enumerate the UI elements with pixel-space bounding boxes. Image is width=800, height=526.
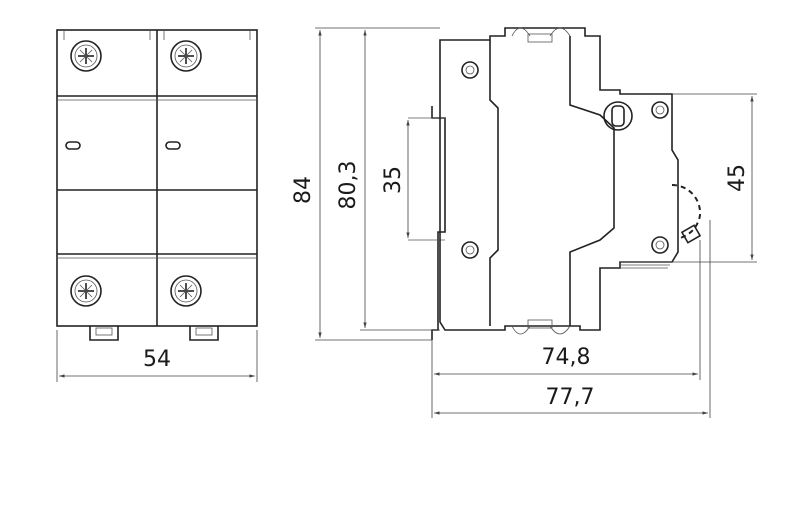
mounting-hole [461,241,479,259]
dimension-depth-total: 77,7 [434,220,711,418]
dimension-label-84: 84 [291,176,316,204]
terminal-screw-icon [170,275,202,307]
lever-slot-1 [65,141,81,150]
din-clip-icon [189,325,219,341]
lever-slot-2 [165,141,181,150]
front-view [56,29,258,341]
dimension-width-front: 54 [56,330,258,382]
terminal-screw-icon [170,40,202,72]
mounting-hole [461,61,479,79]
dimension-total-height: 84 [291,27,440,341]
dimension-front-face: 45 [672,93,757,263]
dimension-label-77-7: 77,7 [546,385,595,410]
din-clip-icon [89,325,119,341]
side-view-outline [439,27,679,331]
dimension-label-74-8: 74,8 [542,345,591,370]
side-view [408,27,702,340]
lever-swing-arc [671,183,702,239]
dimension-body-height: 80,3 [336,30,440,331]
mounting-hole [651,236,669,254]
terminal-screw-icon [70,275,102,307]
dimension-label-54: 54 [143,347,171,372]
dimension-label-80-3: 80,3 [336,161,361,210]
dimension-depth-body: 74,8 [431,240,701,418]
terminal-screw-icon [70,40,102,72]
lever-tip [680,224,702,244]
dimension-label-35: 35 [381,166,406,194]
lever-pivot [603,101,633,131]
mounting-hole [651,101,669,119]
dimension-rail-width: 35 [381,120,410,238]
dimension-label-45: 45 [725,164,750,192]
